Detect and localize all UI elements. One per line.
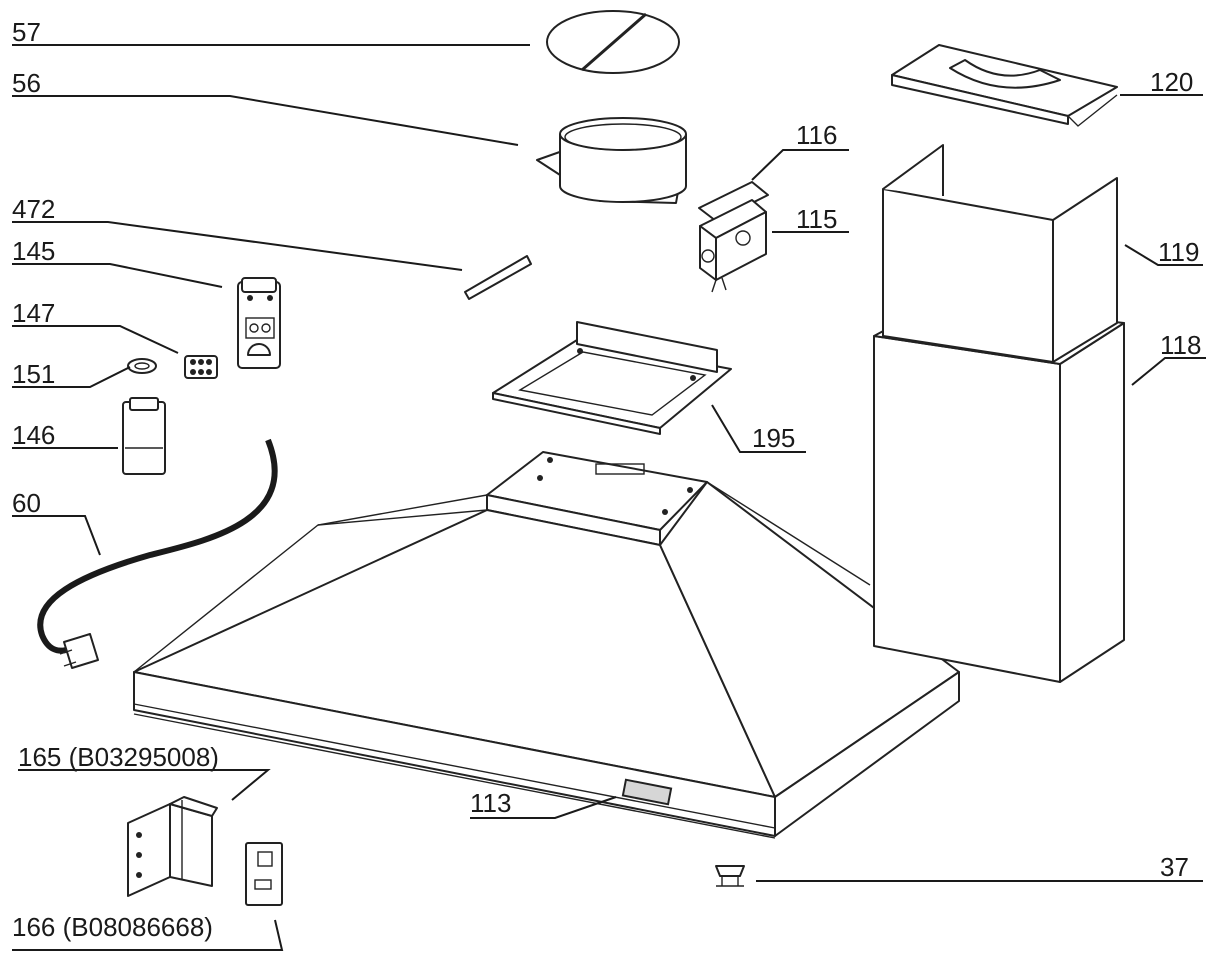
callout-60: 60 (12, 488, 41, 518)
callout-56: 56 (12, 68, 41, 98)
callout-166: 166 (B08086668) (12, 912, 213, 942)
part-146-cover (122, 397, 166, 475)
part-113-control-panel (621, 778, 673, 806)
callout-165: 165 (B03295008) (18, 742, 219, 772)
callout-151: 151 (12, 359, 55, 389)
callout-57: 57 (12, 17, 41, 47)
callout-113: 113 (470, 788, 511, 818)
callout-115: 115 (796, 204, 837, 234)
part-147-terminal-block (184, 355, 218, 379)
callout-147: 147 (12, 298, 55, 328)
part-166-switch-plate (245, 842, 283, 906)
part-57-filter-disc (546, 10, 680, 74)
callout-118: 118 (1160, 330, 1201, 360)
part-118-lower-chimney (873, 301, 1125, 683)
callout-472: 472 (12, 194, 55, 224)
callout-195: 195 (752, 423, 795, 453)
part-165-mounting-bracket (127, 796, 218, 897)
callout-37: 37 (1160, 852, 1189, 882)
part-120-top-bracket (891, 44, 1118, 127)
canopy-hood (133, 451, 960, 839)
callout-116: 116 (796, 120, 837, 150)
callout-120: 120 (1150, 67, 1193, 97)
part-116-115-switch-box (698, 181, 769, 293)
callout-119: 119 (1158, 237, 1199, 267)
part-119-upper-chimney (882, 144, 1118, 363)
part-60-mains-cable (37, 438, 278, 669)
part-56-spigot-collar (536, 117, 687, 204)
callout-146: 146 (12, 420, 55, 450)
leader-lines (12, 44, 1206, 951)
part-472-bracket (464, 255, 532, 300)
callout-145: 145 (12, 236, 55, 266)
part-195-filter-frame (492, 321, 732, 435)
part-151-cable-clip (127, 358, 157, 374)
part-37-screw (715, 865, 745, 887)
part-145-control-board (237, 277, 281, 369)
